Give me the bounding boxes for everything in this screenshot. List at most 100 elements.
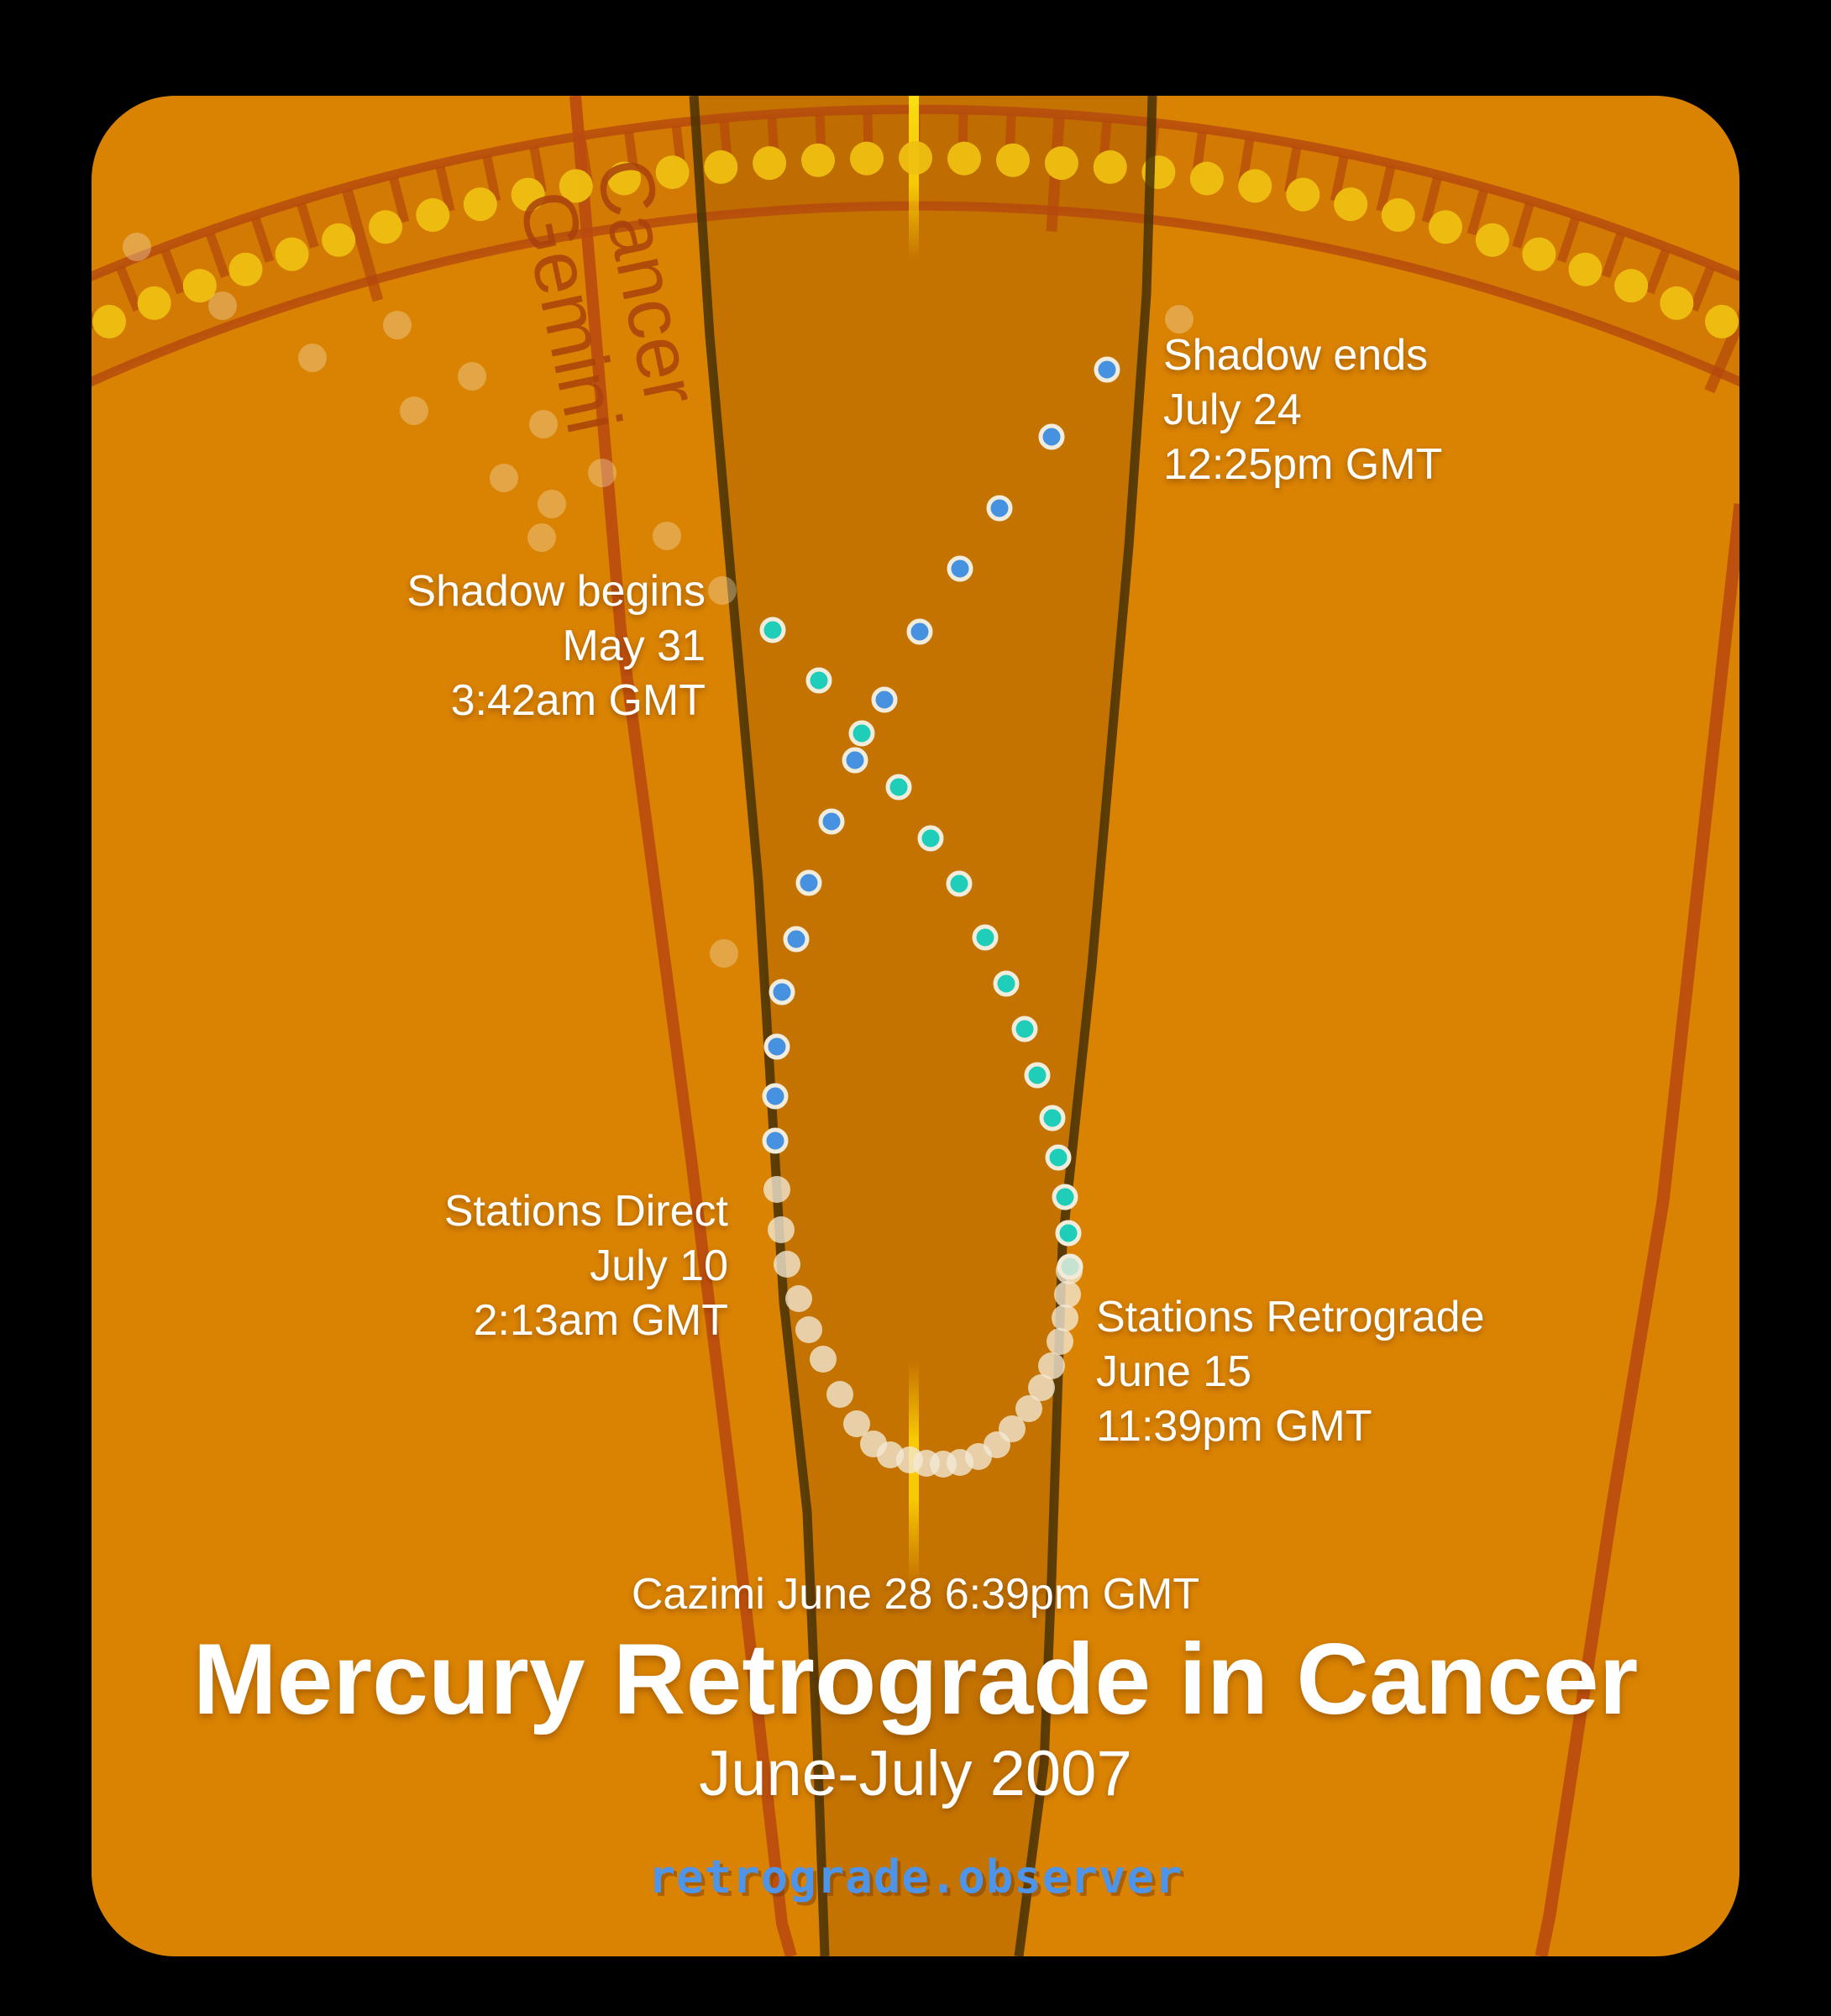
zodiac-degree-dot	[1660, 286, 1694, 320]
zodiac-degree-dot	[1750, 324, 1783, 358]
mercury-path-dot	[986, 495, 1013, 522]
degree-tick	[389, 176, 410, 223]
mercury-path-dot	[763, 1033, 790, 1060]
degree-tick	[1512, 202, 1535, 249]
zodiac-degree-dot	[849, 141, 884, 176]
degree-tick	[296, 202, 319, 249]
mercury-path-dot	[1011, 1016, 1038, 1042]
zodiac-degree-dot	[1093, 150, 1127, 184]
degree-tick	[1780, 306, 1799, 347]
mercury-path-dot	[123, 233, 151, 261]
mercury-path-dot	[810, 1346, 837, 1373]
mercury-path-dot	[383, 311, 412, 339]
zodiac-degree-dot	[1334, 187, 1368, 222]
gemini-cancer-boundary-ray	[569, 96, 797, 1956]
zodiac-band-tint	[92, 109, 1739, 407]
zodiac-degree-dot	[369, 210, 403, 244]
zodiac-degree-dot	[511, 177, 545, 212]
mercury-path-dot	[769, 979, 795, 1005]
zodiac-degree-dot	[228, 252, 263, 286]
degree-tick	[33, 306, 52, 347]
zodiac-degree-dot	[899, 141, 932, 175]
degree-tick	[1704, 284, 1739, 394]
sun-longitude-streak-top	[909, 96, 919, 260]
mercury-path-dot	[759, 617, 786, 643]
label-stations-retrograde: Stations Retrograde June 15 11:39pm GMT	[1096, 1290, 1485, 1454]
degree-tick	[482, 155, 501, 202]
zodiac-degree-dot	[947, 141, 982, 176]
mercury-path-dot	[208, 291, 237, 320]
degree-tick	[1330, 155, 1349, 202]
mercury-path-dot	[1165, 305, 1194, 333]
label-stations-direct-line1: Stations Direct	[443, 1187, 728, 1236]
degree-tick	[1556, 217, 1581, 263]
mercury-path-dot	[710, 939, 738, 968]
mercury-path-dot	[885, 774, 912, 801]
zodiac-degree-dot	[1475, 223, 1509, 257]
zodiac-degree-dot	[655, 155, 690, 190]
degree-tick	[160, 249, 186, 295]
mercury-path-dot	[1055, 1220, 1082, 1247]
degree-tick	[205, 232, 230, 279]
mercury-path-dot	[653, 522, 681, 550]
zodiac-degree-dot	[1705, 304, 1739, 339]
mercury-path-dot	[1052, 1184, 1078, 1210]
mercury-path-dot	[490, 464, 518, 492]
degree-tick	[435, 165, 455, 213]
mercury-path-dot	[906, 618, 933, 645]
mercury-path-dot	[1038, 423, 1065, 450]
mercury-path-dot	[946, 870, 973, 897]
site-link[interactable]: retrograde.observer	[648, 1851, 1183, 1903]
cancer-leo-boundary-ray	[1535, 503, 1739, 1956]
page-title: Mercury Retrograde in Cancer	[192, 1623, 1639, 1735]
mercury-path-dot	[871, 686, 898, 713]
degree-tick	[342, 188, 384, 302]
mercury-path-dot	[795, 1316, 822, 1343]
mercury-path-dot	[860, 1431, 887, 1457]
label-stations-retrograde-line1: Stations Retrograde	[1096, 1293, 1485, 1341]
zodiac-degree-dot	[48, 324, 81, 358]
degree-tick	[250, 217, 275, 263]
zodiac-degree-dot	[182, 269, 217, 303]
zodiac-degree-dot	[1189, 161, 1224, 196]
mercury-path-dot	[1039, 1105, 1066, 1131]
zodiac-degree-dot	[1044, 146, 1078, 181]
mercury-path-dot	[1056, 1257, 1083, 1284]
page-subtitle: June-July 2007	[699, 1738, 1132, 1809]
mercury-path-dot	[458, 362, 486, 391]
label-stations-retrograde-line3: 11:39pm GMT	[1096, 1402, 1372, 1451]
zodiac-degree-dot	[137, 286, 171, 320]
degree-tick	[1421, 176, 1442, 223]
label-shadow-ends-line1: Shadow ends	[1163, 331, 1429, 380]
mercury-path-dot	[1015, 1395, 1042, 1422]
degree-tick	[1601, 232, 1626, 279]
mercury-path-dot	[1052, 1305, 1078, 1331]
mercury-path-dot	[1047, 1328, 1073, 1355]
zodiac-degree-dot	[559, 169, 593, 203]
degree-tick	[1689, 265, 1715, 312]
label-shadow-begins-line2: May 31	[562, 622, 706, 670]
zodiac-degree-dot	[753, 146, 787, 181]
mercury-path-dot	[529, 410, 558, 438]
shadow-zone-right-line	[1014, 96, 1157, 1956]
zodiac-degree-dot	[416, 198, 450, 233]
zodiac-degree-dots	[48, 141, 1783, 358]
mercury-path-dot	[762, 1127, 789, 1154]
mercury-path-dot	[588, 459, 616, 487]
mercury-path-dot	[762, 1083, 789, 1110]
mercury-path-dot	[947, 555, 973, 582]
label-shadow-begins: Shadow begins May 31 3:42am GMT	[407, 564, 706, 728]
mercury-path-dot	[774, 1251, 800, 1278]
zodiac-degree-dot	[1614, 269, 1649, 303]
zodiac-degree-dot	[1238, 169, 1272, 203]
degree-tick	[1645, 249, 1671, 295]
mercury-path-dot	[298, 344, 327, 372]
mercury-path-dot	[1094, 356, 1120, 383]
mercury-path-dot	[708, 576, 737, 605]
label-stations-direct-line2: July 10	[590, 1242, 728, 1290]
label-stations-direct-line3: 2:13am GMT	[473, 1296, 728, 1345]
mercury-path-dot	[972, 924, 999, 951]
mercury-path-dot	[805, 667, 832, 694]
mercury-path-dot	[843, 1410, 870, 1437]
mercury-path-dot	[783, 926, 810, 953]
